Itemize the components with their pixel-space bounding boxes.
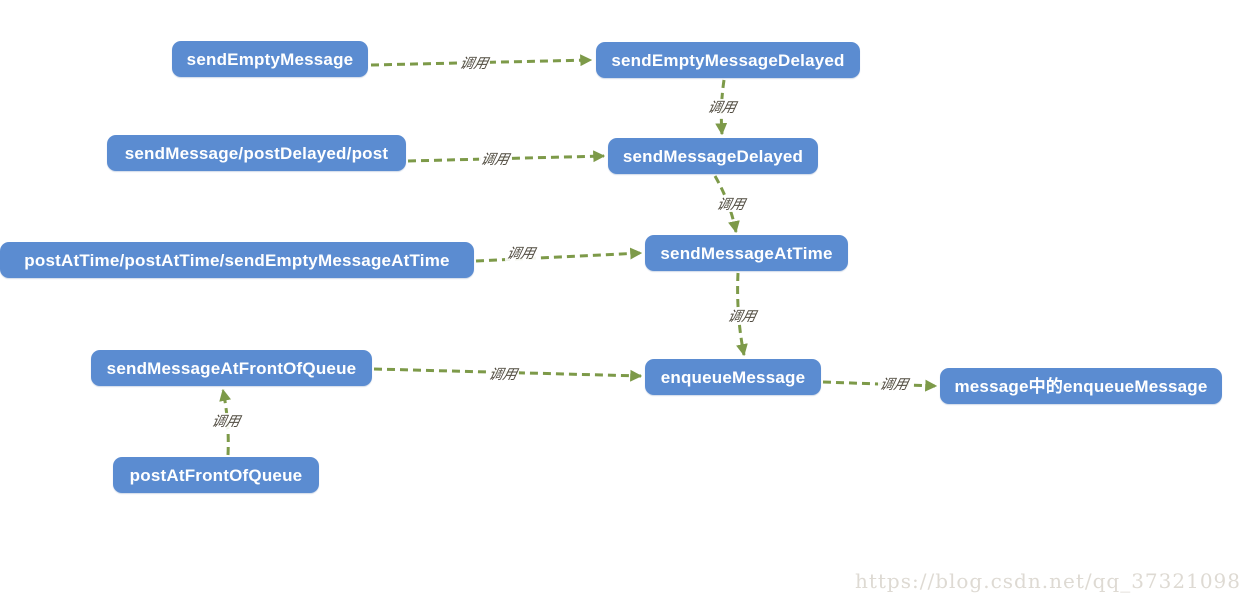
edge-label-e7: 调用 — [487, 365, 519, 383]
edge-label-e1: 调用 — [458, 54, 490, 72]
node-sendMessageAtFrontOfQueue: sendMessageAtFrontOfQueue — [91, 350, 372, 386]
edge-label-e9: 调用 — [210, 412, 242, 430]
node-sendEmptyMessage: sendEmptyMessage — [172, 41, 368, 77]
node-postAtTime-postAtTime-sendEmptyMessageAtTime: postAtTime/postAtTime/sendEmptyMessageAt… — [0, 242, 474, 278]
edge-label-e6: 调用 — [726, 307, 758, 325]
edge-label-e4: 调用 — [715, 195, 747, 213]
node-label: sendEmptyMessage — [186, 49, 354, 69]
node-label: postAtFrontOfQueue — [129, 465, 303, 485]
node-sendMessageAtTime: sendMessageAtTime — [645, 235, 848, 271]
edge-label-text: 调用 — [479, 150, 511, 167]
edge-label-text: 调用 — [715, 195, 747, 212]
node-sendMessageDelayed: sendMessageDelayed — [608, 138, 818, 174]
node-message-enqueueMessage: message中的enqueueMessage — [940, 368, 1222, 404]
edge-label-text: 调用 — [458, 54, 490, 71]
node-label: sendMessageDelayed — [622, 146, 804, 166]
node-sendMessage-postDelayed-post: sendMessage/postDelayed/post — [107, 135, 406, 171]
edge-label-e2: 调用 — [706, 98, 738, 116]
node-label: message中的enqueueMessage — [954, 376, 1208, 396]
edge-label-e8: 调用 — [878, 375, 910, 393]
node-label: sendEmptyMessageDelayed — [611, 50, 845, 70]
node-postAtFrontOfQueue: postAtFrontOfQueue — [113, 457, 319, 493]
edge-postAtTime-postAtTime-sendEmptyMessageAtTime-to-sendMessageAtTime — [475, 247, 643, 263]
edge-label-text: 调用 — [487, 365, 519, 382]
watermark: https://blog.csdn.net/qq_37321098 — [854, 569, 1241, 593]
node-sendEmptyMessageDelayed: sendEmptyMessageDelayed — [596, 42, 860, 78]
edge-label-text: 调用 — [726, 307, 758, 324]
edge-label-e5: 调用 — [505, 244, 537, 262]
edge-label-text: 调用 — [210, 412, 242, 429]
node-enqueueMessage: enqueueMessage — [645, 359, 821, 395]
node-label: sendMessage/postDelayed/post — [124, 143, 389, 163]
node-label: postAtTime/postAtTime/sendEmptyMessageAt… — [24, 250, 450, 270]
edge-label-text: 调用 — [505, 244, 537, 261]
node-label: enqueueMessage — [660, 367, 806, 387]
node-label: sendMessageAtTime — [660, 243, 833, 263]
node-label: sendMessageAtFrontOfQueue — [106, 358, 357, 378]
edge-label-text: 调用 — [878, 375, 910, 392]
edge-label-text: 调用 — [706, 98, 738, 115]
edge-label-e3: 调用 — [479, 150, 511, 168]
